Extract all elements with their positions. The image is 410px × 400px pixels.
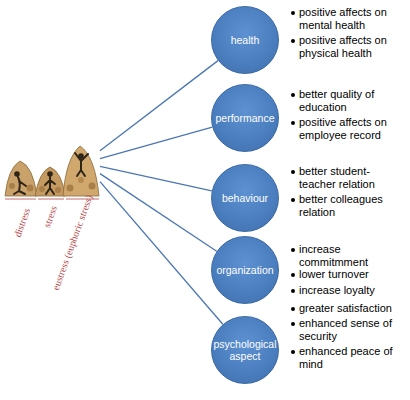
- bullet-item: positive affects on employee record: [290, 116, 406, 142]
- category-label: psychological aspect: [213, 338, 276, 362]
- connector-line: [100, 61, 218, 151]
- effect-text: positive affects on mental health: [299, 6, 387, 31]
- bullet-item: lower turnover: [290, 268, 406, 281]
- rock: [89, 183, 96, 190]
- category-label: organization: [216, 264, 273, 276]
- figure-head: [47, 171, 53, 177]
- effect-text: increase loyalty: [299, 284, 375, 296]
- category-label: behaviour: [222, 192, 268, 204]
- separator-line: [38, 199, 64, 200]
- category-circle: behaviour: [211, 164, 279, 232]
- figure-body: [14, 177, 26, 194]
- effect-text: enhanced sense of security: [299, 317, 392, 342]
- bullet-dot: [291, 11, 295, 15]
- bullet-dot: [291, 273, 295, 277]
- effect-text: lower turnover: [299, 268, 369, 280]
- separator-line: [5, 199, 36, 200]
- category-circle: health: [211, 6, 279, 74]
- bullet-dot: [291, 39, 295, 43]
- effect-text: greater satisfaction: [299, 302, 392, 314]
- category-circle: organization: [211, 236, 279, 304]
- rock-pile: [63, 146, 99, 196]
- bullet-item: increase commitmment: [290, 243, 406, 269]
- rock: [67, 185, 74, 192]
- bullet-dot: [291, 289, 295, 293]
- stress-type-label: stress: [41, 204, 59, 229]
- bullet-dot: [291, 121, 295, 125]
- figure-body: [75, 153, 88, 176]
- bullet-item: positive affects on physical health: [290, 34, 406, 60]
- distress-figure: [5, 161, 37, 196]
- bullet-dot: [291, 198, 295, 202]
- bullet-item: better quality of education: [290, 88, 406, 114]
- connector-line: [100, 174, 217, 252]
- eustress-node: eustress (euphoric stress): [68, 142, 100, 184]
- bullet-dot: [291, 248, 295, 252]
- connector-line: [100, 127, 212, 158]
- effect-text: increase commitmment: [299, 243, 368, 268]
- category-circle: psychological aspect: [211, 316, 279, 384]
- category-label: performance: [216, 112, 275, 124]
- bullet-item: enhanced sense of security: [290, 317, 406, 343]
- bullet-dot: [291, 350, 295, 354]
- rock: [55, 187, 61, 193]
- connector-line: [100, 182, 223, 325]
- bullet-item: increase loyalty: [290, 284, 406, 297]
- bullet-item: better student-teacher relation: [290, 165, 406, 191]
- rock: [27, 185, 34, 192]
- rock: [78, 177, 84, 183]
- effect-text: better colleagues relation: [299, 193, 383, 218]
- bullet-dot: [291, 93, 295, 97]
- effect-text: better quality of education: [299, 88, 374, 113]
- effect-text: better student-teacher relation: [299, 165, 375, 190]
- rock: [9, 183, 15, 189]
- rock-pile: [5, 161, 37, 196]
- bullet-dot: [291, 170, 295, 174]
- rock-pile: [35, 167, 65, 196]
- eustress-figure: [63, 146, 99, 196]
- connector-line: [100, 166, 212, 190]
- bullet-item: better colleagues relation: [290, 193, 406, 219]
- effect-text: enhanced peace of mind: [299, 345, 393, 370]
- figure-head: [14, 171, 20, 177]
- bullet-item: greater satisfaction: [290, 302, 406, 315]
- category-label: health: [231, 34, 260, 46]
- stress-type-label: distress: [12, 206, 33, 238]
- category-circle: performance: [211, 84, 279, 152]
- effect-text: positive affects on employee record: [299, 116, 387, 141]
- figure-body: [45, 177, 55, 194]
- bullet-item: enhanced peace of mind: [290, 345, 406, 371]
- bullet-dot: [291, 307, 295, 311]
- bullet-item: positive affects on mental health: [290, 6, 406, 32]
- rock: [39, 186, 45, 192]
- bullet-dot: [291, 322, 295, 326]
- stress-figure: [35, 167, 65, 196]
- effect-text: positive affects on physical health: [299, 34, 387, 59]
